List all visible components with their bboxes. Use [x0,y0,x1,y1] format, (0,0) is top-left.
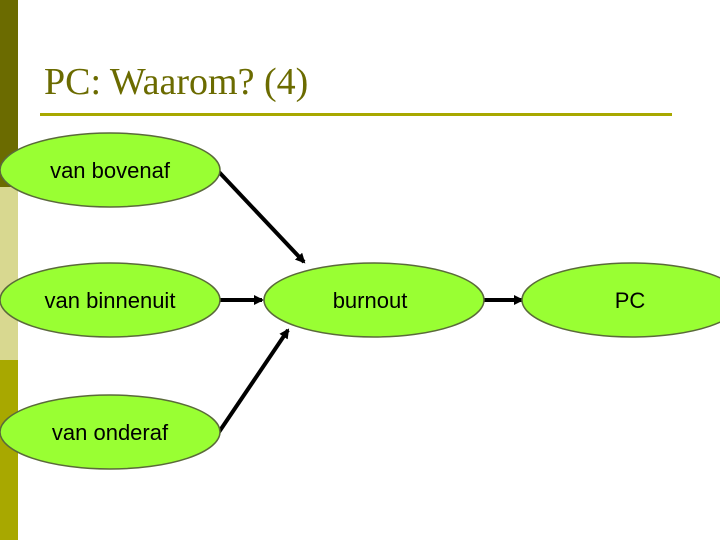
node-bovenaf-shape [0,132,221,208]
slide-title: PC: Waarom? (4) [44,61,309,103]
node-pc-label: PC [615,288,646,313]
node-binnenuit-label: van binnenuit [45,288,176,313]
node-pc-shape [521,262,720,338]
node-pc: PC [521,262,720,338]
edge-onderaf-burnout [217,328,290,434]
node-binnenuit-shape [0,262,221,338]
left-bar-mid-segment [0,360,18,540]
node-binnenuit: van binnenuit [0,262,221,338]
node-burnout-shape [263,262,485,338]
title-underline [40,113,672,116]
node-bovenaf: van bovenaf [0,132,221,208]
node-onderaf: van onderaf [0,394,221,470]
node-bovenaf-label: van bovenaf [50,158,171,183]
left-bar-dark-segment [0,0,18,187]
node-onderaf-label: van onderaf [52,420,169,445]
node-onderaf-shape [0,394,221,470]
node-burnout-label: burnout [333,288,408,313]
edges [217,170,524,434]
node-burnout: burnout [263,262,485,338]
edge-bovenaf-burnout [217,170,306,264]
